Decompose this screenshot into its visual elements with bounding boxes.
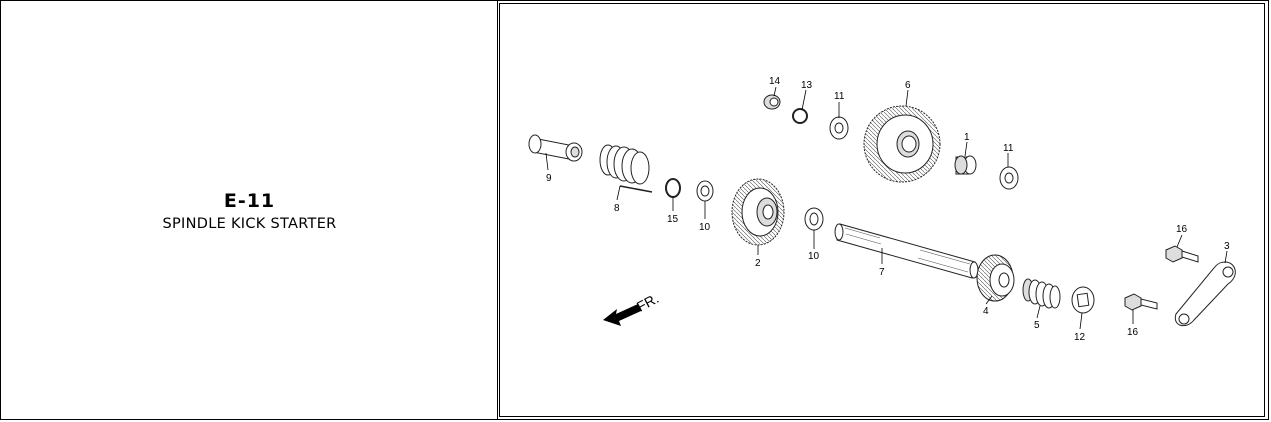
section-code: E-11 xyxy=(223,190,276,212)
callout-11-upper: 11 xyxy=(834,91,845,102)
part-11-washer-upper xyxy=(829,116,849,140)
callout-3: 3 xyxy=(1224,241,1230,252)
section-title: SPINDLE KICK STARTER xyxy=(162,216,337,232)
callout-16-lower: 16 xyxy=(1127,327,1139,338)
callout-1: 1 xyxy=(964,132,970,143)
callout-labels: 14 13 11 6 1 11 9 8 15 10 2 10 7 4 5 12 … xyxy=(546,76,1230,343)
callout-6: 6 xyxy=(905,80,911,91)
part-7-spindle xyxy=(834,223,979,279)
part-1-bushing xyxy=(954,155,977,175)
part-16-bolt-lower xyxy=(1124,293,1158,311)
callout-9: 9 xyxy=(546,173,552,184)
part-15-circlip xyxy=(665,178,681,198)
section-panel: E-11 SPINDLE KICK STARTER xyxy=(1,1,498,419)
part-10-washer-right xyxy=(804,207,824,231)
part-6-gear xyxy=(863,105,941,183)
part-10-washer-left xyxy=(696,180,714,202)
callout-13: 13 xyxy=(801,80,813,91)
leader-lines xyxy=(545,86,1228,330)
part-13-circlip xyxy=(792,108,808,124)
callout-14: 14 xyxy=(769,76,781,87)
part-3-kick-arm xyxy=(1174,261,1236,327)
callout-15: 15 xyxy=(667,214,679,225)
callout-2: 2 xyxy=(755,258,761,269)
part-16-bolt-upper xyxy=(1165,245,1199,263)
part-4-ratchet xyxy=(976,254,1015,302)
callout-8: 8 xyxy=(614,203,620,214)
part-12-washer xyxy=(1071,286,1095,314)
callout-4: 4 xyxy=(983,306,989,317)
callout-5: 5 xyxy=(1034,320,1040,331)
callout-10-right: 10 xyxy=(808,251,820,262)
diagram-panel xyxy=(499,3,1265,417)
callout-11-right: 11 xyxy=(1003,143,1014,154)
callout-7: 7 xyxy=(879,267,885,278)
callout-16-upper: 16 xyxy=(1176,224,1188,235)
part-11-washer-right xyxy=(999,166,1019,190)
front-direction-arrow xyxy=(603,304,641,326)
part-5-spring xyxy=(1022,278,1061,309)
part-9-collar xyxy=(528,134,583,162)
callout-12: 12 xyxy=(1074,332,1086,343)
part-8-spring xyxy=(599,144,653,193)
part-2-gear xyxy=(731,178,785,246)
callout-10-left: 10 xyxy=(699,222,711,233)
part-14-nut xyxy=(763,94,781,110)
